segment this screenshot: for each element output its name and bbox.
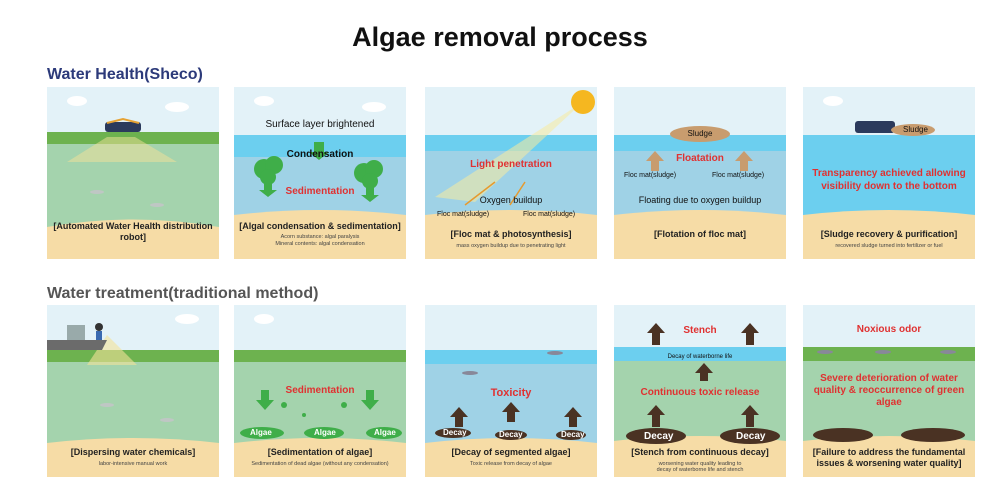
panel-stench-scene	[614, 305, 786, 477]
sub-acorn: Acorn substance: algal paralysis	[280, 234, 360, 240]
panel-flotation: Sludge Floatation Floc mat(sludge) Floc …	[614, 87, 786, 259]
label-stench: Stench	[683, 325, 717, 336]
sub-mineral: Mineral contents: algal condensation	[275, 241, 365, 247]
label-sludge: Sludge	[687, 129, 713, 138]
caption-chemicals: [Dispersing water chemicals]	[70, 447, 196, 457]
panel-robot: [Automated Water Health distribution rob…	[47, 87, 219, 259]
algae-cluster-icon	[254, 156, 383, 189]
sub-labor: labor-intensive manual work	[98, 461, 168, 467]
section-title-traditional: Water treatment(traditional method)	[47, 285, 319, 302]
panel-condensation: Surface layer brightened Condensation Se…	[234, 87, 406, 259]
panel-robot-scene	[47, 87, 219, 259]
up-arrow-icon	[450, 402, 582, 427]
panel-sludge-recovery-scene	[803, 87, 975, 259]
label-sedimentation: Sedimentation	[285, 186, 355, 197]
label-sedimentation-2: Sedimentation	[285, 385, 355, 396]
panel-sedimentation-algae-scene	[234, 305, 406, 477]
caption-failure: [Failure to address the fundamental issu…	[812, 447, 966, 468]
sub-dead-algae: Sedimentation of dead algae (without any…	[251, 461, 389, 467]
label-condensation: Condensation	[286, 149, 354, 160]
label-floatation: Floatation	[676, 153, 724, 164]
label-continuous-release: Continuous toxic release	[640, 387, 760, 398]
label-algae-3: Algae	[374, 428, 396, 437]
caption-sedimentation-algae: [Sedimentation of algae]	[267, 447, 373, 457]
boat-worker-icon	[47, 323, 107, 350]
panel-failure-scene	[803, 305, 975, 477]
label-decay-1: Decay	[443, 428, 467, 437]
decay-mound-icon	[435, 428, 586, 440]
robot-boat-icon	[105, 117, 141, 132]
label-decay-5: Decay	[736, 431, 766, 442]
caption-decay: [Decay of segmented algae]	[451, 447, 571, 457]
label-decay-2: Decay	[499, 430, 523, 439]
label-algae-2: Algae	[314, 428, 336, 437]
caption-stench: [Stench from continuous decay]	[631, 447, 769, 457]
panel-chemicals-scene	[47, 305, 219, 477]
label-floc-mat-4: Floc mat(sludge)	[712, 172, 765, 179]
sub-oxygen: mass oxygen buildup due to penetrating l…	[456, 243, 566, 249]
sub-worsening-2: decay of waterborne life and stench	[656, 467, 744, 473]
panel-floc-mat: Light penetration Oxygen buildup Floc ma…	[425, 87, 597, 259]
label-decay-life: Decay of waterborne life	[667, 354, 733, 360]
label-floc-mat-2: Floc mat(sludge)	[523, 211, 576, 218]
panel-floc-mat-scene	[425, 87, 597, 259]
label-decay-3: Decay	[561, 430, 585, 439]
down-arrow-icon	[259, 142, 379, 202]
sludge-blob-icon	[670, 126, 730, 142]
section-title-sheco: Water Health(Sheco)	[47, 66, 203, 83]
sub-toxic-release: Toxic release from decay of algae	[470, 461, 552, 467]
label-floc-mat-3: Floc mat(sludge)	[624, 172, 677, 179]
algae-patch-icon	[240, 402, 402, 439]
panel-condensation-scene	[234, 87, 406, 259]
panel-decay-scene	[425, 305, 597, 477]
sub-worsening-1: worsening water quality leading to	[658, 461, 742, 467]
panel-sedimentation-algae: Sedimentation Algae Algae Algae [Sedimen…	[234, 305, 406, 477]
label-floc-mat-1: Floc mat(sludge)	[437, 211, 490, 218]
decay-mound-icon	[626, 428, 780, 444]
label-light-penetration: Light penetration	[470, 159, 552, 170]
panel-sludge-recovery: Sludge Transparency achieved allowing vi…	[803, 87, 975, 259]
up-arrow-icon	[646, 151, 753, 171]
decay-mound-icon	[813, 428, 965, 442]
sun-icon	[571, 90, 595, 114]
label-surface-brightened: Surface layer brightened	[265, 119, 375, 130]
up-arrow-icon	[647, 323, 759, 427]
label-sludge-2: Sludge	[903, 125, 928, 134]
panel-flotation-scene	[614, 87, 786, 259]
sub-recovered-sludge: recovered sludge turned into fertilizer …	[835, 243, 943, 249]
label-transparency: Transparency achieved allowing visibilit…	[812, 168, 966, 192]
panel-failure: Noxious odor Severe deterioration of wat…	[803, 305, 975, 477]
panel-chemicals: [Dispersing water chemicals] labor-inten…	[47, 305, 219, 477]
caption-floc-mat: [Floc mat & photosynthesis]	[450, 229, 572, 239]
label-severe-deterioration: Severe deterioration of water quality & …	[813, 373, 965, 408]
page-title: Algae removal process	[352, 22, 648, 52]
label-floating-oxygen: Floating due to oxygen buildup	[638, 195, 762, 205]
panel-decay: Toxicity Decay Decay Decay [Decay of seg…	[425, 305, 597, 477]
robot-boat-icon	[855, 121, 935, 136]
caption-flotation: [Flotation of floc mat]	[654, 229, 746, 239]
label-oxygen-buildup: Oxygen buildup	[479, 195, 543, 205]
panel-stench: Stench Decay of waterborne life Continuo…	[614, 305, 786, 477]
label-noxious-odor: Noxious odor	[856, 324, 922, 335]
caption-robot: [Automated Water Health distribution rob…	[53, 221, 213, 242]
down-arrow-icon	[256, 390, 379, 410]
label-decay-4: Decay	[644, 431, 674, 442]
label-algae-1: Algae	[250, 428, 272, 437]
label-toxicity: Toxicity	[490, 387, 532, 399]
caption-condensation: [Algal condensation & sedimentation]	[239, 221, 401, 231]
caption-sludge-recovery: [Sludge recovery & purification]	[820, 229, 958, 239]
